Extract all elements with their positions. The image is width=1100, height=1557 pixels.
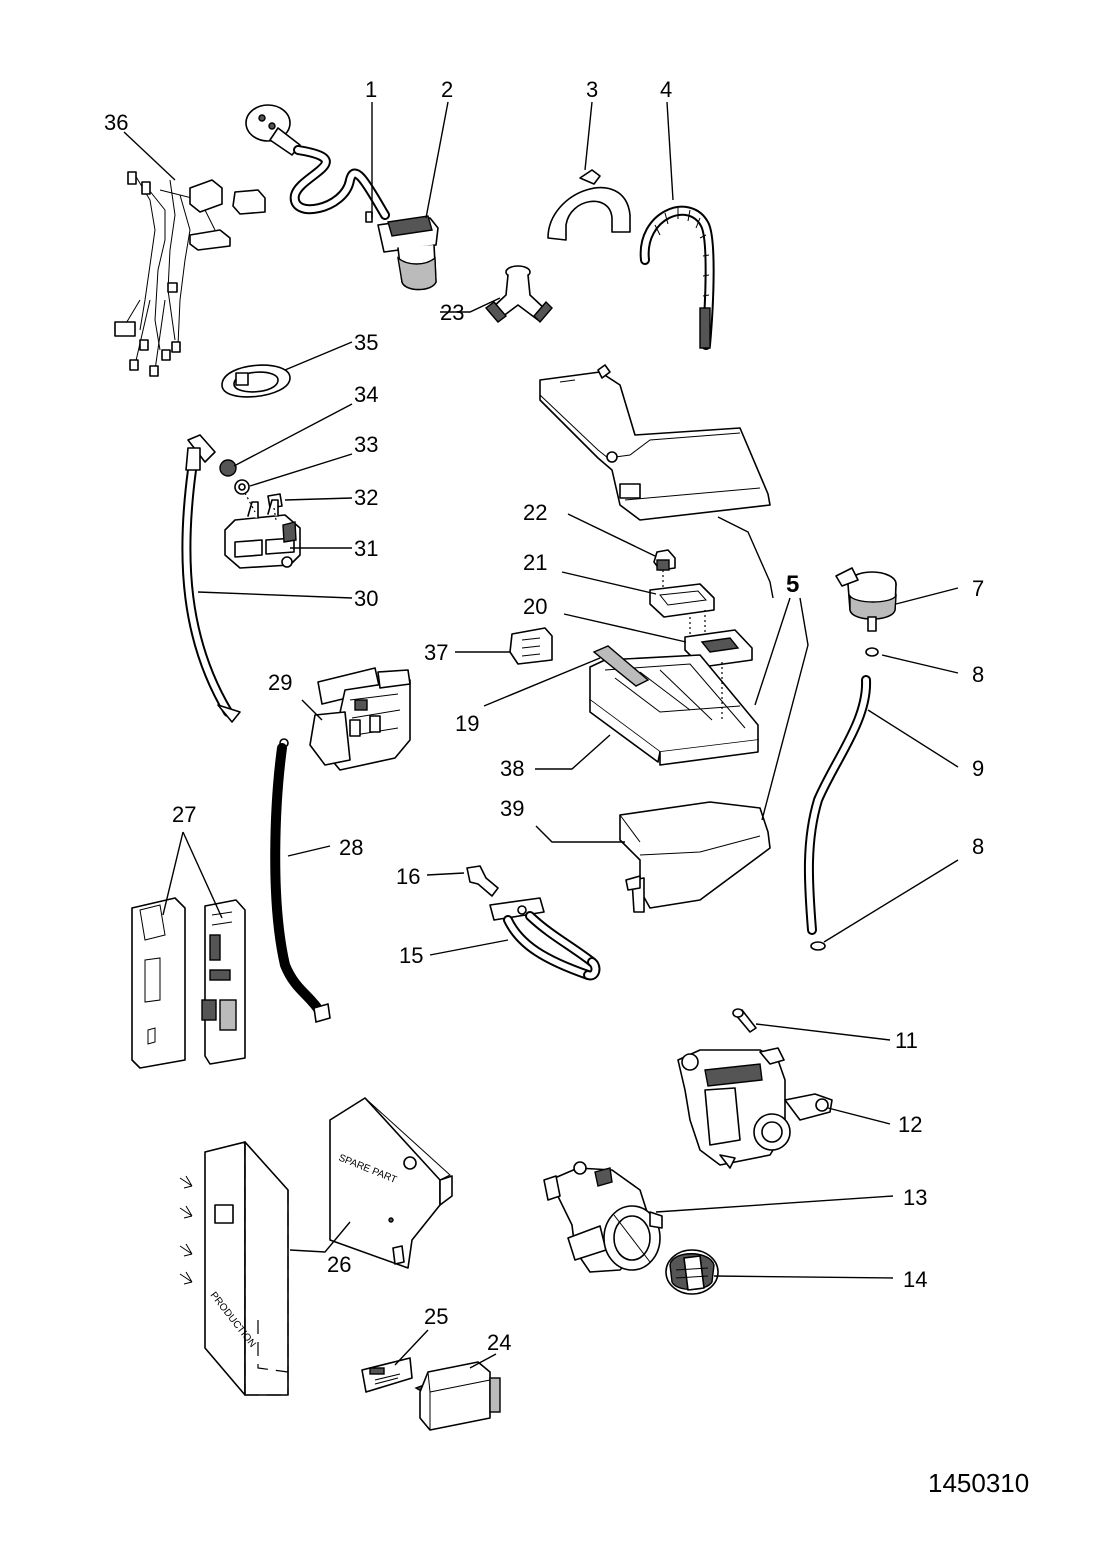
part-21-siphon-cup [649, 570, 715, 618]
part-23-y-connector [484, 265, 553, 324]
part-5-dispenser-housing-top [539, 364, 771, 521]
part-7-pressure-switch [835, 567, 897, 632]
callout-14: 14 [903, 1267, 927, 1292]
callout-9: 9 [972, 756, 984, 781]
part-24-memory-module [414, 1361, 501, 1431]
part-13-drain-pump [543, 1161, 663, 1273]
part-19-drawer-insert [592, 645, 650, 687]
part-12-drain-pump-motor [677, 1047, 833, 1169]
callout-1: 1 [365, 77, 377, 102]
part-35-ring [221, 364, 291, 398]
callout-24: 24 [487, 1330, 511, 1355]
callout-4: 4 [660, 77, 672, 102]
part-37-drawer-flap [509, 627, 553, 665]
callout-29: 29 [268, 670, 292, 695]
callout-16: 16 [396, 864, 420, 889]
part-3-hose-guide [547, 169, 631, 241]
callout-35: 35 [354, 330, 378, 355]
part-34-gasket [219, 459, 237, 477]
callout-33: 33 [354, 432, 378, 457]
part-9-pressure-tube [803, 675, 872, 935]
callout-5: 5 [786, 571, 799, 598]
callout-36: 36 [104, 110, 128, 135]
callout-23: 23 [440, 300, 464, 325]
part-15-heating-element [489, 897, 601, 981]
callout-32: 32 [354, 485, 378, 510]
callout-28: 28 [339, 835, 363, 860]
callout-8-bottom: 8 [972, 834, 984, 859]
part-30-hose [181, 434, 241, 723]
part-31-solenoid-valve [224, 492, 301, 569]
callout-13: 13 [903, 1185, 927, 1210]
callout-31: 31 [354, 536, 378, 561]
part-14-pump-filter [665, 1249, 719, 1295]
callout-7: 7 [972, 576, 984, 601]
leader-lines [123, 101, 959, 1369]
callout-12: 12 [898, 1112, 922, 1137]
part-8-clamp-top [865, 647, 879, 657]
part-22-siphon-cap [653, 549, 676, 571]
callout-19: 19 [455, 711, 479, 736]
part-25-label-card [361, 1357, 413, 1393]
callout-39: 39 [500, 796, 524, 821]
callout-26: 26 [327, 1252, 351, 1277]
callout-11: 11 [895, 1028, 918, 1053]
part-36-wiring-harness [114, 171, 266, 377]
callout-27: 27 [172, 802, 196, 827]
part-26-production-box: PRODUCTION [179, 1141, 289, 1396]
part-27-electronic-module [131, 897, 246, 1069]
callout-37: 37 [424, 640, 448, 665]
callout-2: 2 [441, 77, 453, 102]
part-38-detergent-drawer [589, 654, 759, 766]
part-8-clamp-bottom [810, 941, 826, 951]
part-11-screw [732, 1008, 757, 1033]
callout-15: 15 [399, 943, 423, 968]
callout-3: 3 [586, 77, 598, 102]
part-29-door-lock [309, 667, 411, 771]
callout-30: 30 [354, 586, 378, 611]
part-39-drawer-support [619, 801, 771, 913]
callout-22: 22 [523, 500, 547, 525]
part-2-mains-cable-filter [245, 104, 439, 291]
callout-34: 34 [354, 382, 378, 407]
callout-38: 38 [500, 756, 524, 781]
callout-labels: 1 2 3 4 36 23 35 34 33 32 31 30 22 21 20… [104, 77, 984, 1355]
callout-21: 21 [523, 550, 547, 575]
part-33-washer [234, 479, 250, 495]
callout-8-top: 8 [972, 662, 984, 687]
callout-20: 20 [523, 594, 547, 619]
callout-25: 25 [424, 1304, 448, 1329]
part-26-spare-part-box: SPARE PART [329, 1097, 453, 1269]
part-28-wire [270, 738, 331, 1023]
part-4-drain-hose [639, 205, 715, 350]
part-16-ntc-sensor [466, 865, 499, 897]
document-id: 1450310 [928, 1468, 1030, 1498]
